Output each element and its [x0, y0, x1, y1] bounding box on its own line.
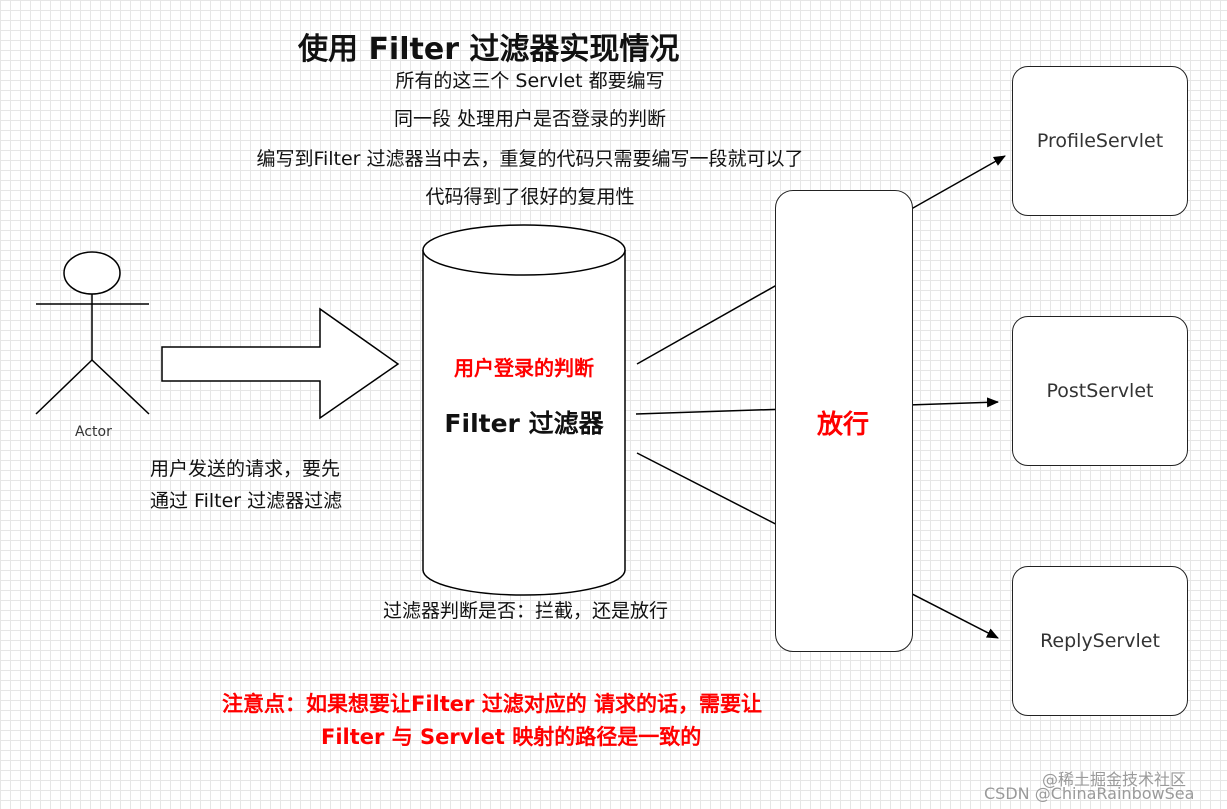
- filter-cylinder: [422, 224, 626, 596]
- description-line-1: 所有的这三个 Servlet 都要编写: [395, 70, 665, 92]
- description-line-3: 编写到Filter 过滤器当中去，重复的代码只需要编写一段就可以了: [256, 148, 804, 170]
- request-note-line-1: 用户发送的请求，要先: [150, 458, 341, 480]
- profile-servlet-box: ProfileServlet: [1012, 66, 1188, 216]
- filter-decision-note: 过滤器判断是否：拦截，还是放行: [383, 600, 669, 622]
- request-arrow: [161, 307, 400, 420]
- reply-servlet-box: ReplyServlet: [1012, 566, 1188, 716]
- watermark-juejin: @稀土掘金技术社区: [1042, 770, 1187, 789]
- pass-gate-label: 放行: [816, 410, 869, 440]
- description-line-4: 代码得到了很好的复用性: [425, 186, 635, 208]
- note-line-2: Filter 与 Servlet 映射的路径是一致的: [321, 725, 702, 749]
- pass-gate: [775, 190, 913, 652]
- description-line-2: 同一段 处理用户是否登录的判断: [393, 108, 667, 130]
- diagram-title: 使用 Filter 过滤器实现情况: [298, 32, 680, 67]
- note-line-1: 注意点：如果想要让Filter 过滤对应的 请求的话，需要让: [222, 692, 762, 716]
- filter-check-label: 用户登录的判断: [454, 356, 594, 380]
- actor-figure: [35, 251, 150, 415]
- post-servlet-box: PostServlet: [1012, 316, 1188, 466]
- filter-name: Filter 过滤器: [444, 409, 604, 438]
- watermark-csdn: CSDN @ChinaRainbowSea: [984, 784, 1195, 803]
- request-note-line-2: 通过 Filter 过滤器过滤: [150, 490, 343, 512]
- actor-label: Actor: [75, 424, 112, 440]
